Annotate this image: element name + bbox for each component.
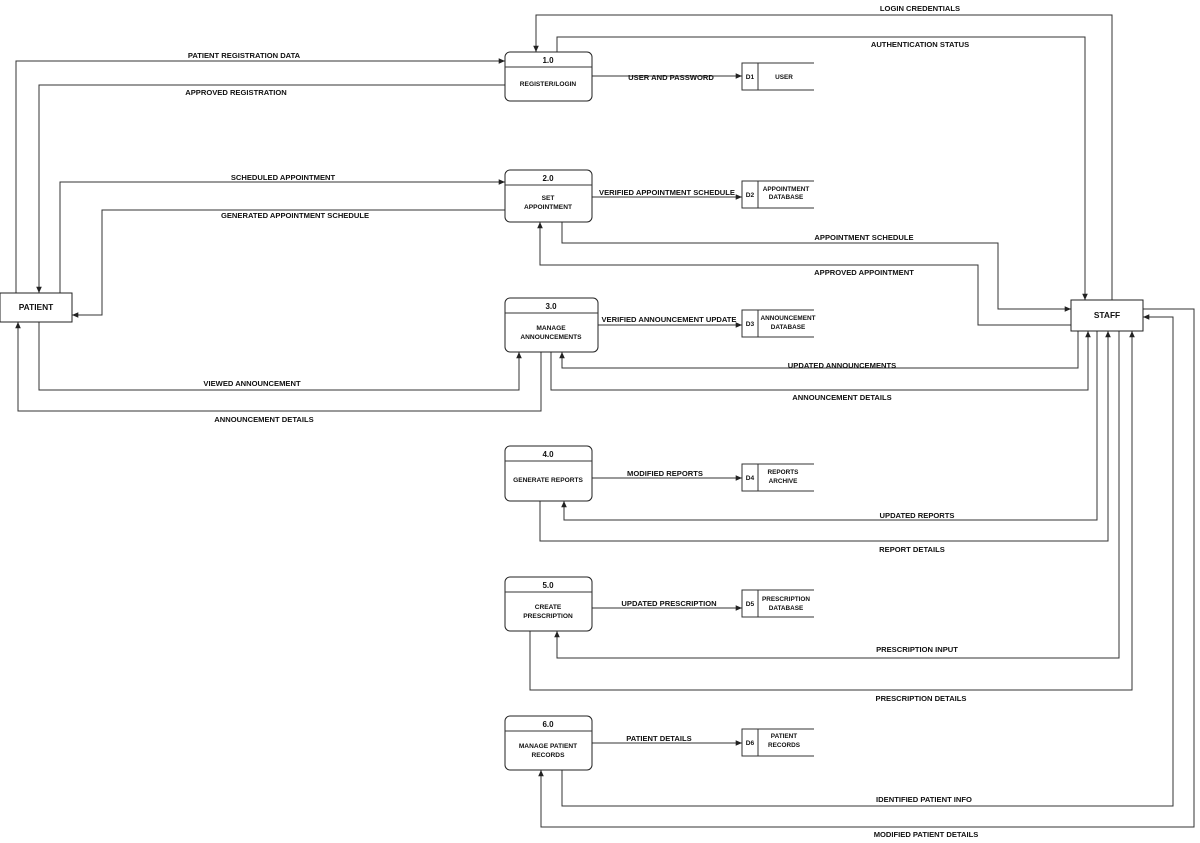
store-d5-id: D5 xyxy=(746,601,755,608)
flow-label-modified-patient-details: MODIFIED PATIENT DETAILS xyxy=(874,830,979,839)
flow-label-announcement-details-staff: ANNOUNCEMENT DETAILS xyxy=(792,393,891,402)
flow-line-report-details xyxy=(539,331,1111,542)
process-2-number: 2.0 xyxy=(542,174,554,183)
process-3-name-line-2: ANNOUNCEMENTS xyxy=(520,334,582,341)
flow-label-login-credentials: LOGIN CREDENTIALS xyxy=(880,4,960,13)
entity-patient-label: PATIENT xyxy=(19,302,54,312)
process-2-name-line-2: APPOINTMENT xyxy=(524,204,572,211)
flow-label-patient-details: PATIENT DETAILS xyxy=(626,734,691,743)
flow-labels: LOGIN CREDENTIALS AUTHENTICATION STATUS … xyxy=(185,4,978,839)
process-3-number: 3.0 xyxy=(545,302,557,311)
process-6-number: 6.0 xyxy=(542,720,554,729)
store-d2-id: D2 xyxy=(746,192,755,199)
flow-label-identified-patient-info: IDENTIFIED PATIENT INFO xyxy=(876,795,972,804)
flow-line-announcement-details-patient xyxy=(15,322,542,412)
flow-line-authentication-status xyxy=(556,36,1088,300)
store-d3-announcement-database[interactable]: D3 ANNOUNCEMENT DATABASE xyxy=(741,309,816,338)
flow-line-scheduled-appointment xyxy=(59,179,505,293)
flow-label-scheduled-appointment: SCHEDULED APPOINTMENT xyxy=(231,173,336,182)
flow-line-announcement-details-staff xyxy=(550,331,1091,391)
flow-label-approved-appointment: APPROVED APPOINTMENT xyxy=(814,268,914,277)
flow-label-report-details: REPORT DETAILS xyxy=(879,545,945,554)
process-1-register-login[interactable]: 1.0 REGISTER/LOGIN xyxy=(504,51,593,102)
flow-label-prescription-details: PRESCRIPTION DETAILS xyxy=(876,694,967,703)
store-d6-patient-records[interactable]: D6 PATIENT RECORDS xyxy=(741,728,814,757)
flow-line-approved-appointment xyxy=(537,222,1071,326)
store-d5-prescription-database[interactable]: D5 PRESCRIPTION DATABASE xyxy=(741,589,814,618)
process-2-set-appointment[interactable]: 2.0 SET APPOINTMENT xyxy=(504,169,593,223)
flow-label-generated-appointment-schedule: GENERATED APPOINTMENT SCHEDULE xyxy=(221,211,369,220)
flow-line-patient-registration-data xyxy=(15,58,505,293)
process-1-number: 1.0 xyxy=(542,56,554,65)
flow-label-updated-announcements: UPDATED ANNOUNCEMENTS xyxy=(788,361,896,370)
store-d1-id: D1 xyxy=(746,74,755,81)
flow-label-viewed-announcement: VIEWED ANNOUNCEMENT xyxy=(203,379,301,388)
store-d6-id: D6 xyxy=(746,740,755,747)
store-d6-name-line-1: PATIENT xyxy=(771,733,797,740)
store-d4-name-line-2: ARCHIVE xyxy=(769,478,798,485)
flow-label-updated-prescription: UPDATED PRESCRIPTION xyxy=(621,599,716,608)
store-d2-appointment-database[interactable]: D2 APPOINTMENT DATABASE xyxy=(741,180,814,209)
process-3-manage-announcements[interactable]: 3.0 MANAGE ANNOUNCEMENTS xyxy=(504,297,599,353)
store-d5-name-line-2: DATABASE xyxy=(769,605,804,612)
flow-line-modified-patient-details xyxy=(538,308,1195,828)
flow-label-prescription-input: PRESCRIPTION INPUT xyxy=(876,645,958,654)
entity-staff[interactable]: STAFF xyxy=(1070,299,1144,332)
store-d4-reports-archive[interactable]: D4 REPORTS ARCHIVE xyxy=(741,463,814,492)
flow-line-identified-patient-info xyxy=(561,314,1174,807)
flow-line-login-credentials xyxy=(533,14,1113,300)
process-4-name: GENERATE REPORTS xyxy=(513,477,583,484)
store-d5-name-line-1: PRESCRIPTION xyxy=(762,596,810,603)
flow-label-updated-reports: UPDATED REPORTS xyxy=(880,511,955,520)
flow-label-approved-registration: APPROVED REGISTRATION xyxy=(185,88,287,97)
store-d2-name-line-1: APPOINTMENT xyxy=(763,186,810,193)
process-6-name-line-2: RECORDS xyxy=(532,752,566,759)
store-d1-name: USER xyxy=(775,74,793,81)
store-d3-name-line-1: ANNOUNCEMENT xyxy=(760,315,815,322)
store-d4-id: D4 xyxy=(746,475,755,482)
store-d3-id: D3 xyxy=(746,321,755,328)
flow-label-user-and-password: USER AND PASSWORD xyxy=(628,73,714,82)
flow-label-appointment-schedule: APPOINTMENT SCHEDULE xyxy=(814,233,913,242)
flow-label-modified-reports: MODIFIED REPORTS xyxy=(627,469,703,478)
flow-line-approved-registration xyxy=(36,84,505,293)
store-d2-name-line-2: DATABASE xyxy=(769,194,804,201)
flow-line-appointment-schedule xyxy=(561,222,1071,312)
flow-line-prescription-details xyxy=(529,331,1135,691)
flow-label-authentication-status: AUTHENTICATION STATUS xyxy=(871,40,969,49)
flow-line-prescription-input xyxy=(554,331,1120,659)
flow-line-viewed-announcement xyxy=(38,322,522,391)
process-6-name-line-1: MANAGE PATIENT xyxy=(519,743,577,750)
flow-lines xyxy=(15,14,1195,828)
store-d1-user[interactable]: D1 USER xyxy=(741,62,814,91)
flow-label-verified-announcement-update: VERIFIED ANNOUNCEMENT UPDATE xyxy=(601,315,736,324)
flow-line-generated-appointment-schedule xyxy=(72,209,505,318)
process-5-number: 5.0 xyxy=(542,581,554,590)
flow-line-updated-reports xyxy=(561,331,1098,521)
process-6-manage-patient-records[interactable]: 6.0 MANAGE PATIENT RECORDS xyxy=(504,715,593,771)
store-d4-name-line-1: REPORTS xyxy=(768,469,800,476)
process-3-name-line-1: MANAGE xyxy=(536,325,566,332)
process-1-name: REGISTER/LOGIN xyxy=(520,81,577,88)
flow-label-verified-appointment-schedule: VERIFIED APPOINTMENT SCHEDULE xyxy=(599,188,735,197)
process-5-name-line-1: CREATE xyxy=(535,604,562,611)
flow-label-patient-registration-data: PATIENT REGISTRATION DATA xyxy=(188,51,301,60)
flow-line-updated-announcements xyxy=(559,331,1079,369)
store-d3-name-line-2: DATABASE xyxy=(771,324,806,331)
process-4-generate-reports[interactable]: 4.0 GENERATE REPORTS xyxy=(504,445,593,502)
process-2-name-line-1: SET xyxy=(542,195,555,202)
entity-staff-label: STAFF xyxy=(1094,310,1120,320)
process-4-number: 4.0 xyxy=(542,450,554,459)
process-5-name-line-2: PRESCRIPTION xyxy=(523,613,573,620)
process-5-create-prescription[interactable]: 5.0 CREATE PRESCRIPTION xyxy=(504,576,593,632)
flow-label-announcement-details-patient: ANNOUNCEMENT DETAILS xyxy=(214,415,313,424)
store-d6-name-line-2: RECORDS xyxy=(768,742,801,749)
entity-patient[interactable]: PATIENT xyxy=(0,292,73,323)
